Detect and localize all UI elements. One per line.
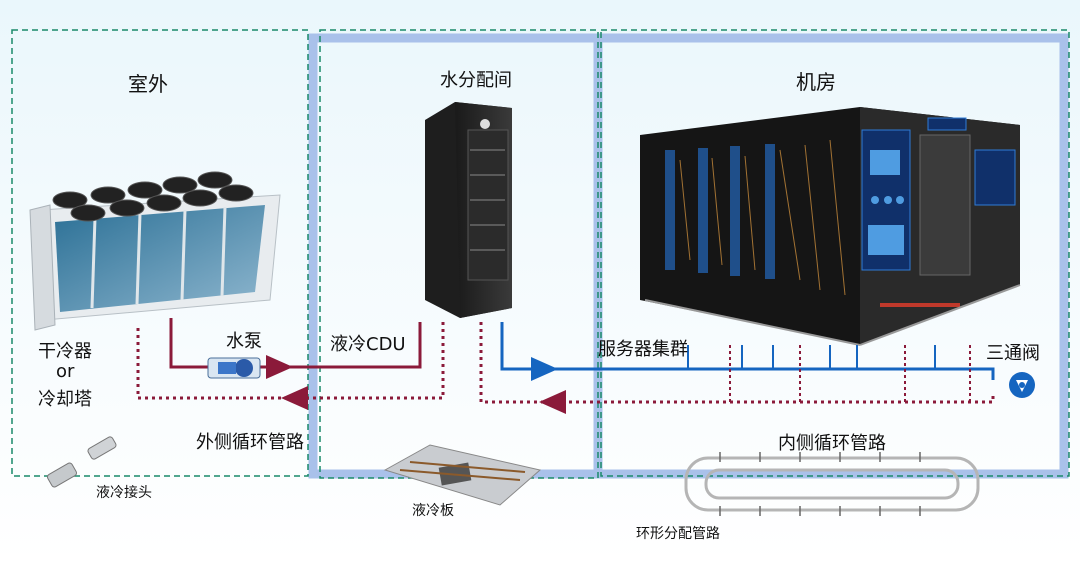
- server-room-image: [640, 107, 1021, 346]
- ring-manifold-label: 环形分配管路: [636, 526, 720, 542]
- cold-plate-label: 液冷板: [412, 503, 454, 519]
- ring-manifold-image: [684, 456, 980, 512]
- pump-label: 水泵: [226, 331, 262, 352]
- dry-cooler-image: [29, 171, 281, 331]
- cdu-label: 液冷CDU: [330, 334, 406, 355]
- cold-plate-image: [383, 444, 542, 506]
- dry-cooler-or-label: or: [56, 361, 75, 382]
- zone-title-distribution-room: 水分配间: [440, 70, 512, 91]
- quick-connector-image: [46, 436, 117, 488]
- server-cluster-label: 服务器集群: [598, 339, 688, 360]
- inner-loop-label: 内侧循环管路: [778, 433, 886, 454]
- dry-cooler-label: 干冷器: [38, 341, 92, 362]
- zone-title-machine-room: 机房: [796, 70, 836, 94]
- three-way-valve-icon: [1009, 372, 1035, 398]
- zone-title-outdoor: 室外: [128, 72, 168, 96]
- quick-connector-label: 液冷接头: [96, 485, 152, 501]
- machine-zone-border: [600, 29, 1070, 477]
- cdu-cabinet-image: [425, 102, 512, 318]
- outer-loop-label: 外侧循环管路: [196, 432, 304, 453]
- three-way-valve-label: 三通阀: [986, 343, 1040, 364]
- outdoor-zone-border: [11, 29, 309, 477]
- cooling-tower-label: 冷却塔: [38, 389, 92, 410]
- pump-icon: [207, 357, 261, 379]
